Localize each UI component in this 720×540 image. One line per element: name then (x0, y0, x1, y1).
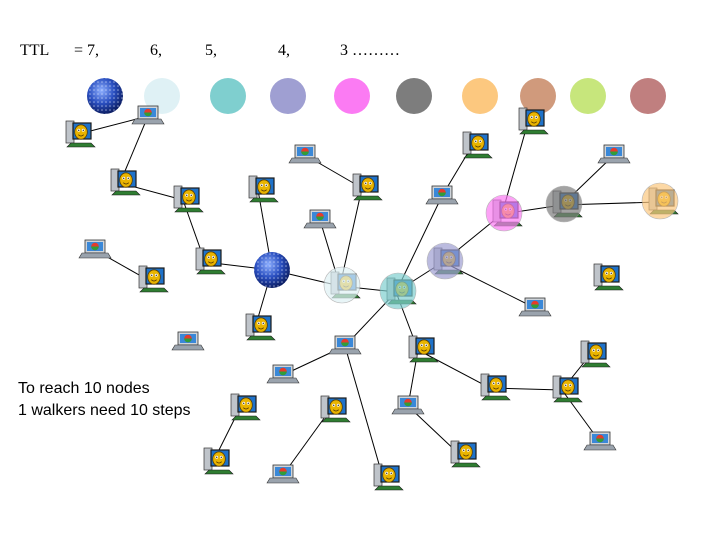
laptop-icon (583, 431, 617, 451)
desktop-computer-icon (373, 463, 404, 491)
laptop-icon (597, 144, 631, 164)
desktop-computer-icon (580, 340, 611, 368)
edges (74, 115, 659, 479)
step-color-swatch (210, 78, 246, 114)
network-edge (282, 409, 331, 476)
laptop-icon (391, 395, 425, 415)
desktop-computer-icon (173, 185, 204, 213)
laptop-icon (131, 105, 165, 125)
desktop-computer-icon (485, 194, 523, 232)
network-edge (344, 345, 384, 479)
laptop-icon (78, 239, 112, 259)
laptop-icon (328, 335, 362, 355)
ttl-label: TTL (20, 42, 50, 59)
desktop-computer-icon (641, 182, 679, 220)
step-color-swatch (270, 78, 306, 114)
ttl-value-6: 6, (150, 42, 162, 59)
desktop-computer-icon (65, 120, 96, 148)
network-edge (417, 349, 491, 389)
desktop-computer-icon (408, 335, 439, 363)
step-color-swatch (462, 78, 498, 114)
desktop-computer-icon (450, 440, 481, 468)
desktop-computer-icon (138, 265, 169, 293)
step-color-swatch (396, 78, 432, 114)
swatch-globe-icon (87, 78, 123, 114)
laptop-icon (303, 209, 337, 229)
ttl-value-3: 3 ……… (340, 42, 400, 59)
desktop-computer-icon (518, 107, 549, 135)
laptop-icon (266, 364, 300, 384)
desktop-computer-icon (379, 272, 417, 310)
desktop-computer-icon (320, 395, 351, 423)
desktop-computer-icon (552, 375, 583, 403)
desktop-computer-icon (593, 263, 624, 291)
desktop-computer-icon (352, 173, 383, 201)
laptop-icon (288, 144, 322, 164)
desktop-computer-icon (545, 185, 583, 223)
caption-line-1: To reach 10 nodes (18, 380, 150, 397)
step-color-swatch (144, 78, 180, 114)
step-color-swatch (630, 78, 666, 114)
laptop-icon (425, 185, 459, 205)
step-color-legend (87, 78, 666, 114)
step-color-swatch (334, 78, 370, 114)
nodes (65, 105, 679, 491)
desktop-computer-icon (323, 266, 361, 304)
desktop-computer-icon (248, 175, 279, 203)
caption-line-2: 1 walkers need 10 steps (18, 402, 191, 419)
ttl-value-4: 4, (278, 42, 290, 59)
globe-icon (254, 252, 290, 288)
ttl-value-7: = 7, (74, 42, 100, 59)
laptop-icon (266, 464, 300, 484)
desktop-computer-icon (426, 242, 464, 280)
desktop-computer-icon (230, 393, 261, 421)
desktop-computer-icon (203, 447, 234, 475)
desktop-computer-icon (245, 313, 276, 341)
ttl-value-5: 5, (205, 42, 217, 59)
laptop-icon (518, 297, 552, 317)
desktop-computer-icon (110, 168, 141, 196)
desktop-computer-icon (462, 131, 493, 159)
desktop-computer-icon (195, 247, 226, 275)
desktop-computer-icon (480, 373, 511, 401)
step-color-swatch (570, 78, 606, 114)
step-color-swatch (520, 78, 556, 114)
laptop-icon (171, 331, 205, 351)
